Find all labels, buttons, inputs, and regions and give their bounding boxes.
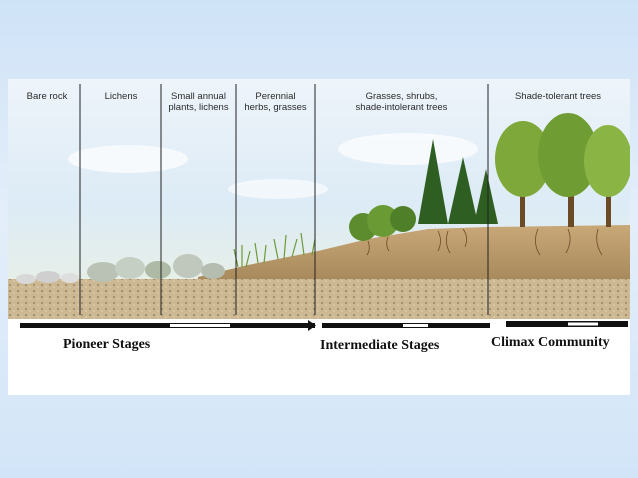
stage-label-shade-tolerant: Shade-tolerant trees	[488, 91, 628, 102]
label-line: shade-intolerant trees	[355, 102, 448, 113]
stage-label-small-annual: Small annual plants, lichens	[161, 91, 236, 113]
diagram-card: Bare rock Lichens Small annual plants, l…	[8, 79, 630, 395]
roots	[366, 228, 603, 256]
intermediate-stages-caption: Intermediate Stages	[320, 338, 440, 353]
shrubs	[349, 205, 416, 241]
label-line: Small annual	[171, 91, 226, 102]
stage-dividers	[79, 84, 489, 315]
conifer-trees	[418, 139, 498, 224]
cloud	[68, 145, 188, 173]
pioneer-arrow	[20, 323, 315, 328]
label-line: Bare rock	[26, 91, 68, 102]
cloud	[228, 179, 328, 199]
label-line: herbs, grasses	[244, 102, 307, 113]
succession-illustration	[8, 79, 630, 331]
label-line: Grasses, shrubs,	[365, 91, 438, 102]
climax-community-caption: Climax Community	[491, 335, 610, 350]
label-line: Lichens	[104, 91, 138, 102]
rocks	[16, 254, 225, 284]
pioneer-stages-caption: Pioneer Stages	[63, 337, 151, 352]
label-line: plants, lichens	[168, 102, 229, 113]
stage-label-perennial: Perennial herbs, grasses	[236, 91, 315, 113]
stage-label-lichens: Lichens	[83, 91, 159, 102]
broadleaf-trees	[495, 113, 630, 227]
soil-layer	[198, 225, 630, 279]
cloud	[338, 133, 478, 165]
stage-label-bare-rock: Bare rock	[16, 91, 78, 102]
stage-arrows	[20, 320, 628, 331]
bedrock-layer	[8, 279, 630, 319]
stage-label-grasses-shrubs: Grasses, shrubs, shade-intolerant trees	[315, 91, 488, 113]
label-line: Shade-tolerant trees	[514, 91, 602, 102]
climax-arrow	[506, 321, 628, 327]
label-line: Perennial	[255, 91, 296, 102]
